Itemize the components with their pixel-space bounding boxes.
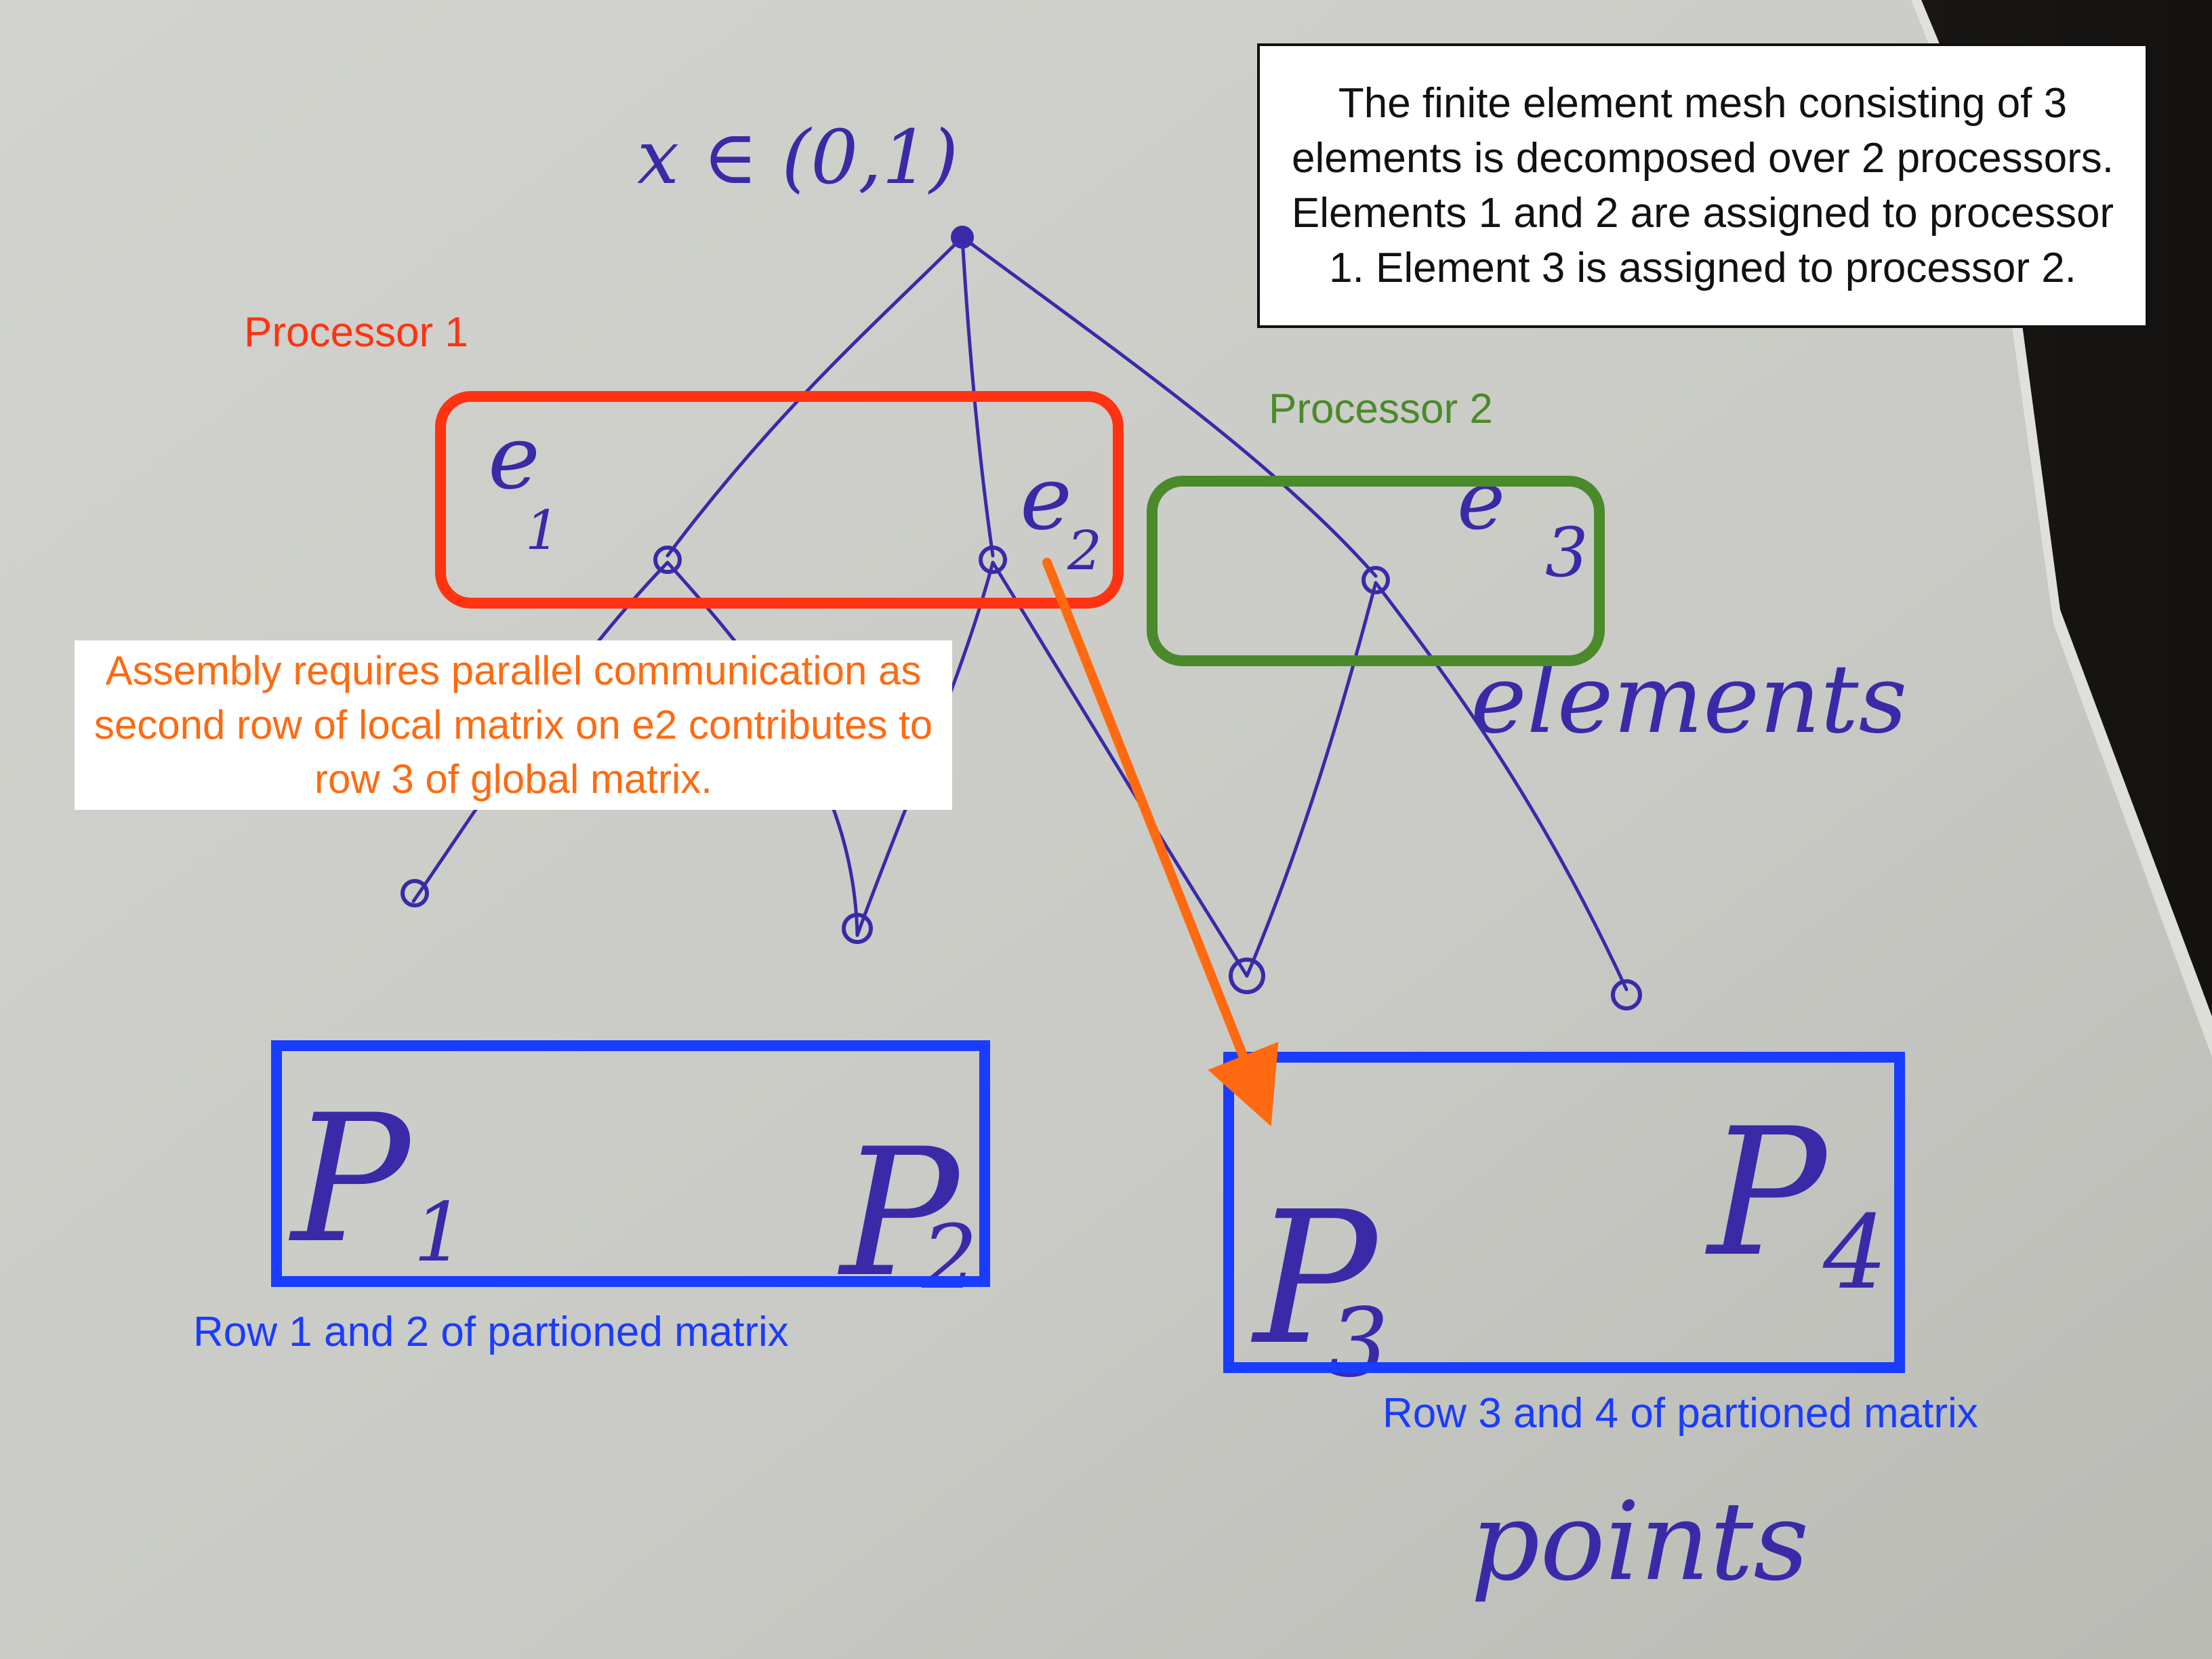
assembly-note-text: Assembly requires parallel communication… bbox=[94, 648, 933, 802]
edge-root-e2 bbox=[960, 235, 995, 558]
node-p1 bbox=[401, 879, 429, 907]
node-p3 bbox=[1229, 958, 1265, 994]
communication-arrow bbox=[1042, 558, 1279, 1127]
rows-3-4-box bbox=[1223, 1052, 1905, 1373]
processor2-label: Processor 2 bbox=[1269, 386, 1493, 432]
edge-root-e1 bbox=[665, 235, 964, 558]
mesh-note-text: The finite element mesh consisting of 3 … bbox=[1291, 80, 2114, 291]
processor2-box bbox=[1147, 476, 1605, 666]
edge-root-e3 bbox=[960, 235, 1378, 578]
p1-letter: P bbox=[289, 1078, 413, 1282]
p4-subscript: 4 bbox=[1822, 1194, 1887, 1312]
rows-1-2-label: Row 1 and 2 of partioned matrix bbox=[193, 1309, 789, 1355]
points-word: points bbox=[1471, 1478, 1809, 1605]
paper-edge bbox=[1911, 0, 2212, 1057]
domain-text: x ∈ (0,1) bbox=[637, 114, 958, 201]
root-node bbox=[951, 226, 974, 249]
tree-nodes bbox=[401, 226, 1642, 1010]
node-p2 bbox=[842, 913, 873, 944]
processor1-box bbox=[435, 391, 1124, 609]
mesh-note: The finite element mesh consisting of 3 … bbox=[1257, 43, 2148, 328]
node-e1 bbox=[653, 546, 682, 574]
e3-letter: e bbox=[1457, 454, 1505, 548]
e3-subscript: 3 bbox=[1545, 513, 1589, 592]
p2-subscript: 2 bbox=[921, 1206, 978, 1309]
node-e3 bbox=[1361, 566, 1390, 594]
node-e2 bbox=[979, 546, 1007, 574]
e2-subscript: 2 bbox=[1067, 519, 1102, 582]
edge-e3-p3 bbox=[1245, 581, 1378, 978]
p1-subscript: 1 bbox=[413, 1186, 465, 1280]
rows-1-2-box bbox=[271, 1040, 990, 1287]
processor1-label: Processor 1 bbox=[244, 309, 468, 356]
e1-subscript: 1 bbox=[525, 499, 560, 562]
e2-letter: e bbox=[1020, 447, 1072, 550]
edge-e2-p3 bbox=[991, 560, 1249, 978]
p3-letter: P bbox=[1251, 1172, 1380, 1385]
edge-e3-p4 bbox=[1374, 581, 1629, 991]
tree-lines bbox=[411, 235, 1629, 991]
rows-3-4-label: Row 3 and 4 of partioned matrix bbox=[1382, 1390, 1978, 1437]
p3-subscript: 3 bbox=[1328, 1288, 1389, 1399]
assembly-note: Assembly requires parallel communication… bbox=[75, 640, 952, 810]
node-p4 bbox=[1611, 979, 1642, 1010]
p4-letter: P bbox=[1705, 1091, 1829, 1296]
e1-letter: e bbox=[488, 406, 540, 509]
